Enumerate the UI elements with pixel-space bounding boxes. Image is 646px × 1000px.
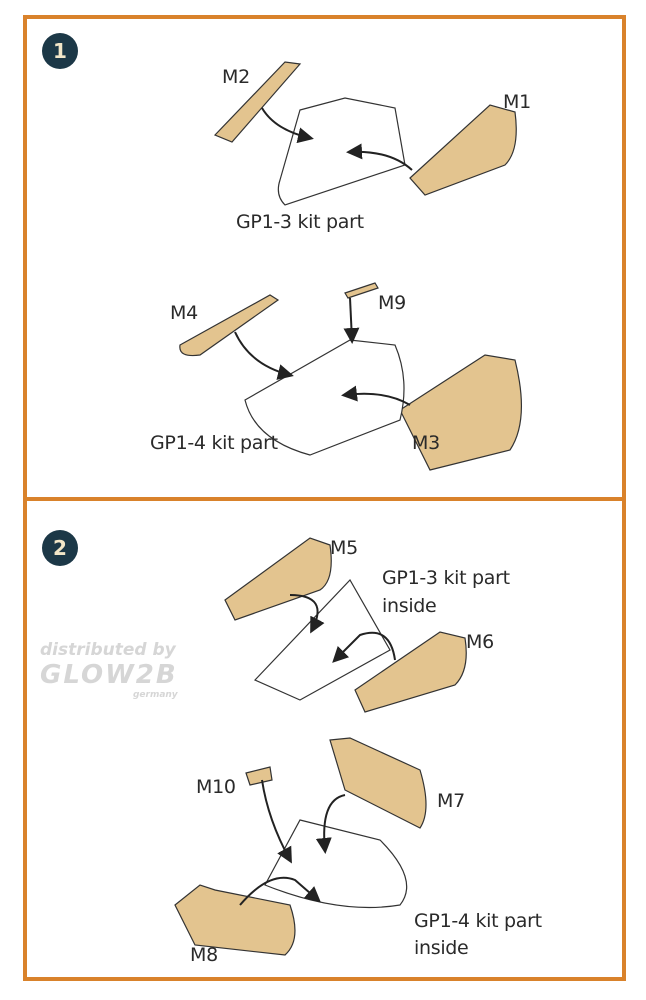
label-m10: M10: [196, 776, 236, 798]
watermark-logo: GLOW2B: [40, 660, 178, 690]
label-gp1-3-inside: GP1-3 kit part: [382, 567, 510, 589]
watermark-line1: distributed by: [40, 640, 176, 660]
label-m4: M4: [170, 302, 198, 324]
label-m1: M1: [503, 91, 531, 113]
part-m6: [354, 631, 467, 713]
label-inside-1: inside: [382, 595, 437, 617]
label-gp1-3: GP1-3 kit part: [236, 211, 364, 233]
watermark-line3: germany: [132, 690, 178, 700]
step-1-badge: 1: [42, 33, 78, 69]
kit-part-gp1-4: [244, 339, 405, 456]
label-gp1-4: GP1-4 kit part: [150, 432, 278, 454]
part-m10: [245, 766, 273, 786]
part-m7: [329, 737, 427, 829]
kit-part-gp1-4-inside: [264, 819, 408, 909]
part-m1: [409, 104, 517, 196]
step-2-badge: 2: [42, 530, 78, 566]
step-divider: [23, 497, 626, 501]
label-m9: M9: [378, 292, 406, 314]
watermark: distributed by GLOW2B germany: [40, 640, 178, 700]
label-m5: M5: [330, 537, 358, 559]
part-m9: [344, 282, 379, 299]
part-m8: [174, 884, 296, 956]
label-gp1-4-inside: GP1-4 kit part: [414, 910, 542, 932]
label-m7: M7: [437, 790, 465, 812]
label-m6: M6: [466, 631, 494, 653]
label-m2: M2: [222, 66, 250, 88]
label-m3: M3: [412, 432, 440, 454]
label-inside-2: inside: [414, 937, 469, 959]
part-m3: [399, 354, 522, 471]
part-m2: [213, 61, 302, 143]
kit-part-gp1-3: [277, 97, 406, 206]
part-m4: [179, 294, 280, 357]
part-m5: [224, 537, 332, 621]
label-m8: M8: [190, 944, 218, 966]
